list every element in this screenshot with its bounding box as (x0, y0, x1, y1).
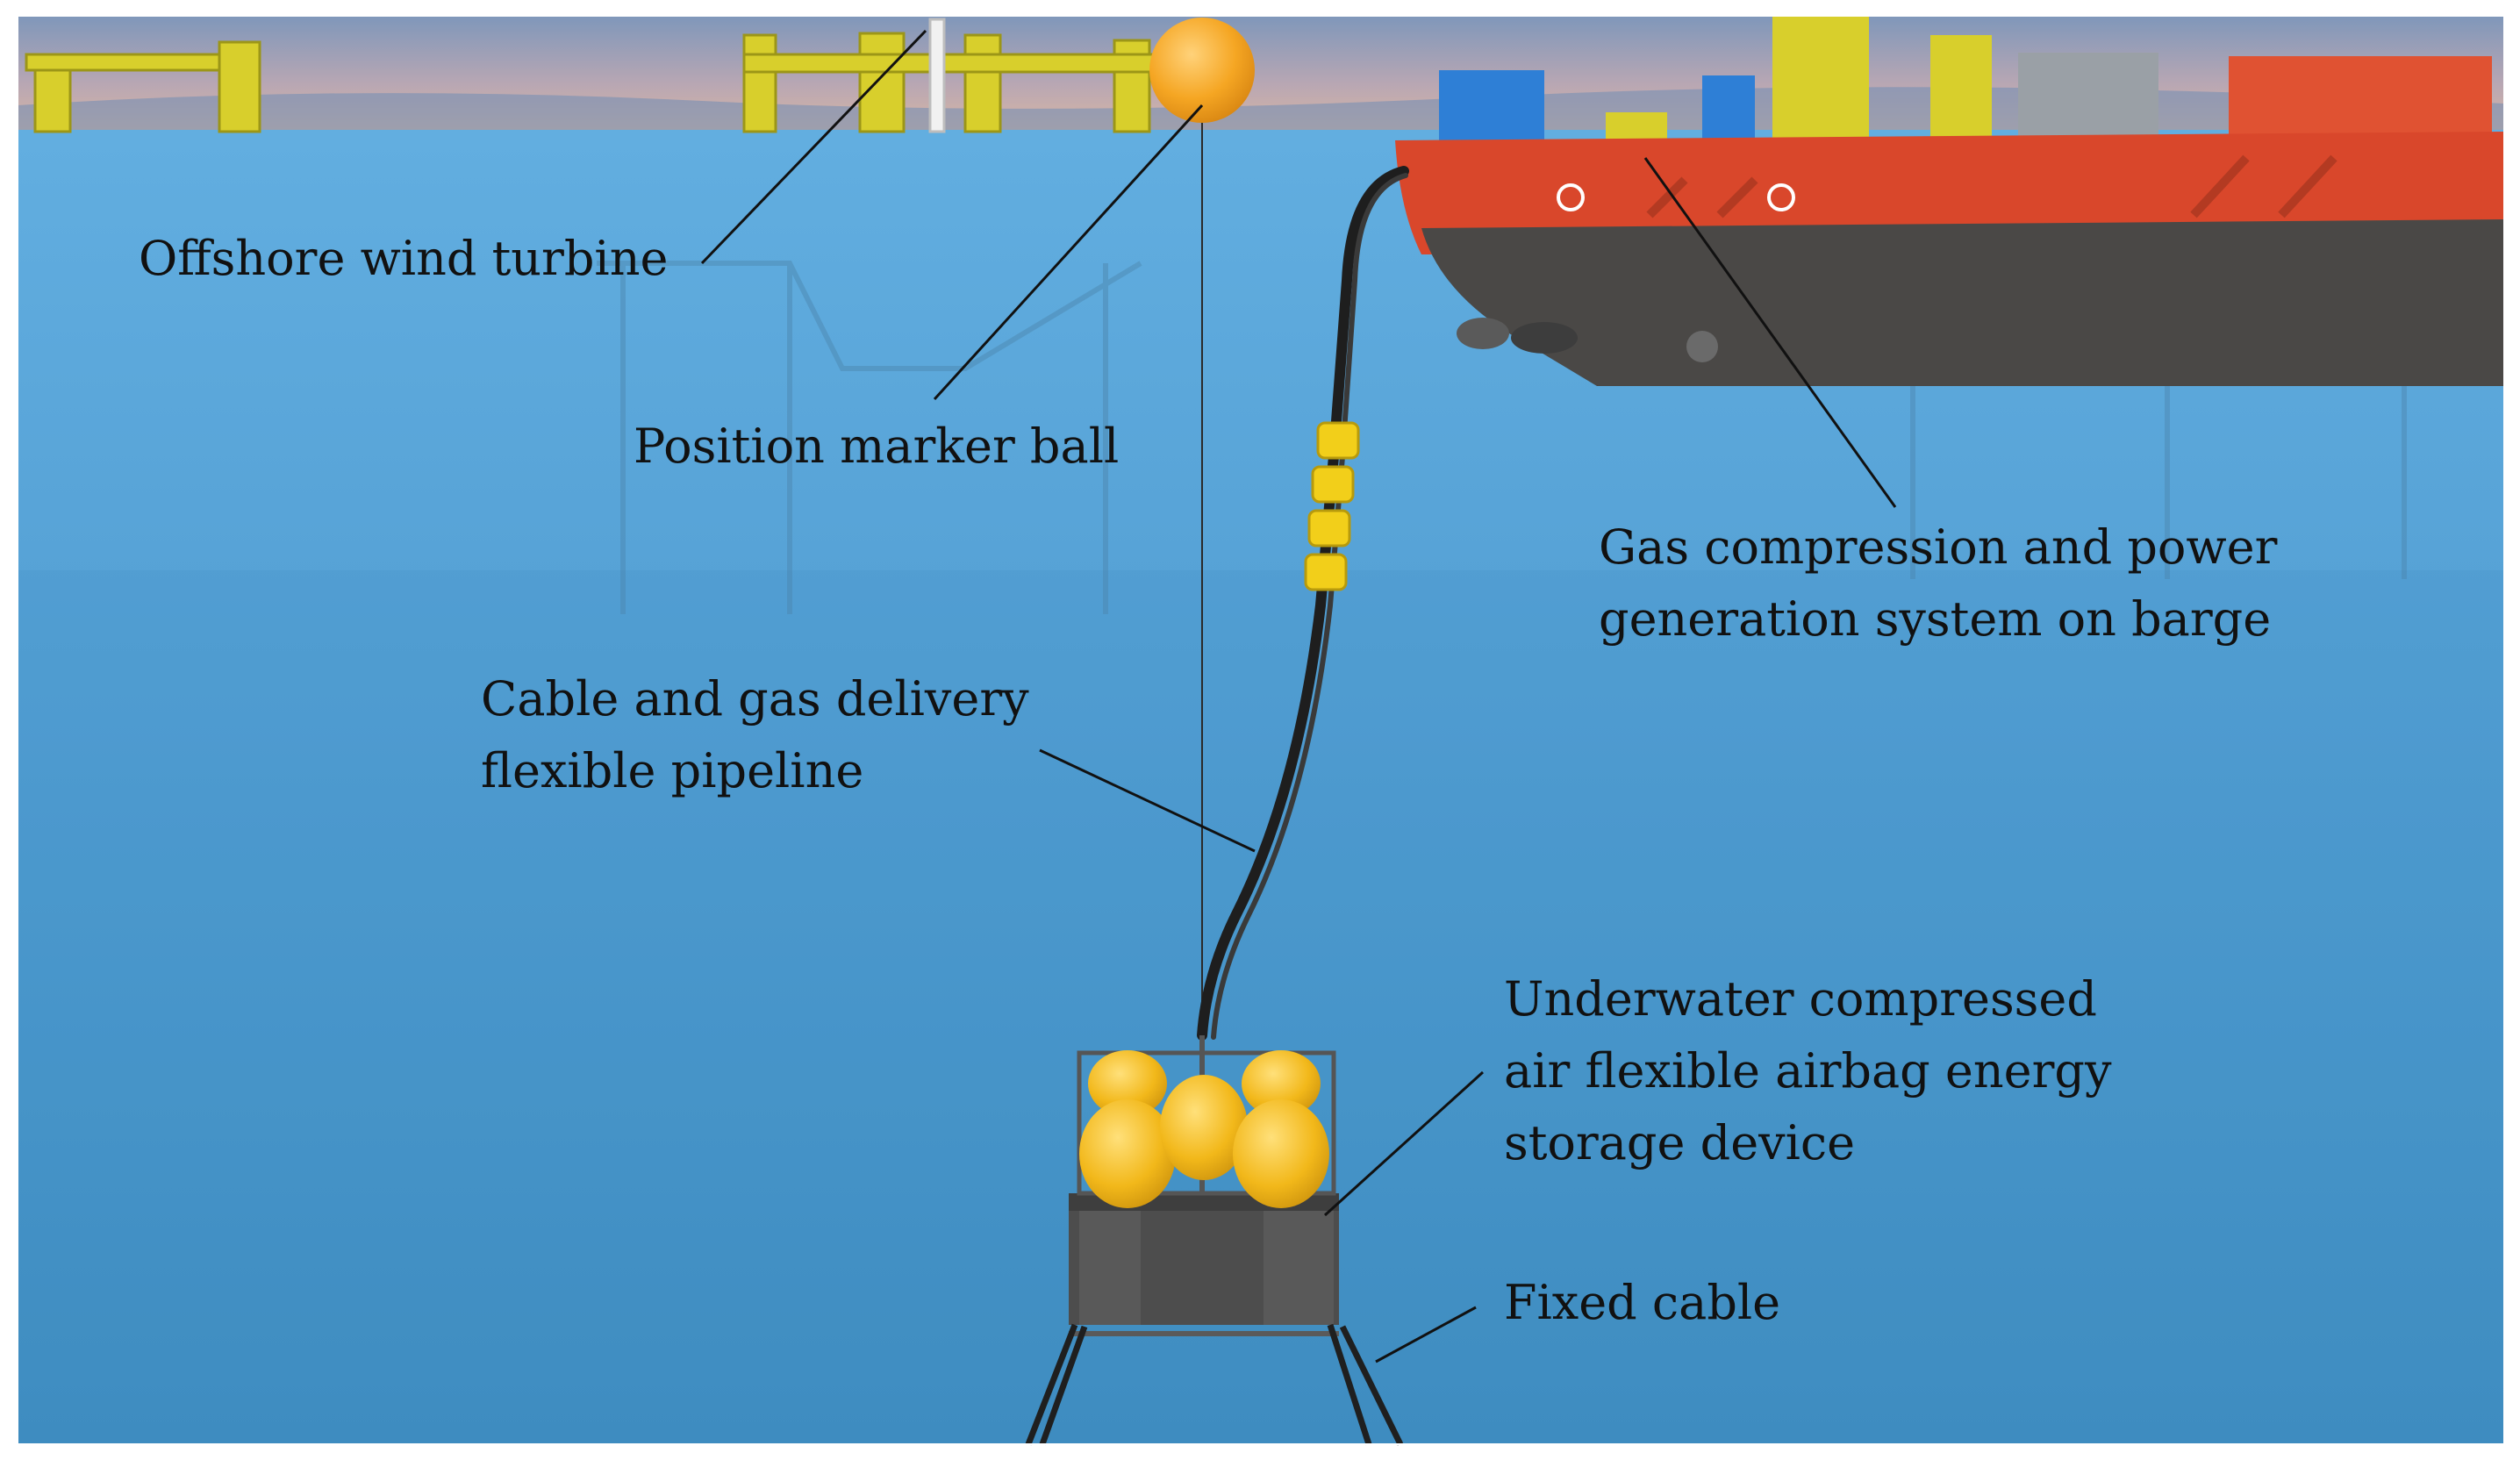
label-line: Underwater compressed (1504, 971, 2097, 1027)
leader-fixed-cable (1375, 1306, 1477, 1363)
leader-barge (1643, 157, 1897, 508)
leader-lines (700, 29, 1897, 1363)
position-marker-ball (1149, 18, 1255, 123)
airbag-storage-device (1069, 1035, 1339, 1336)
label-line: Fixed cable (1504, 1275, 1781, 1330)
leader-storage (1323, 1070, 1485, 1217)
leader-wind-turbine (700, 29, 927, 265)
label-offshore-wind-turbine: Offshore wind turbine (139, 223, 668, 295)
label-fixed-cable: Fixed cable (1504, 1267, 1780, 1339)
leader-marker-ball (933, 104, 1204, 401)
leader-pipeline (1039, 748, 1256, 853)
fixed-cables (1025, 1323, 1404, 1446)
label-pipeline: Cable and gas delivery flexible pipeline (481, 663, 1029, 807)
flexible-pipeline (1197, 166, 1409, 1041)
label-line: Cable and gas delivery (481, 671, 1029, 726)
label-barge-system: Gas compression and power generation sys… (1599, 512, 2277, 655)
label-line: Position marker ball (634, 419, 1120, 474)
label-storage-device: Underwater compressed air flexible airba… (1504, 963, 2111, 1179)
label-line: storage device (1504, 1115, 1856, 1170)
distant-clouds (18, 87, 2504, 132)
foundation-reflection (597, 261, 2407, 614)
label-line: Offshore wind turbine (139, 231, 669, 286)
label-line: Gas compression and power (1599, 519, 2278, 575)
label-line: flexible pipeline (481, 743, 864, 798)
label-line: air flexible airbag energy (1504, 1043, 2112, 1099)
label-line: generation system on barge (1599, 591, 2272, 647)
wind-turbine-foundation-center (742, 18, 1158, 133)
barge-ship (1395, 16, 2504, 386)
image-border (17, 15, 2505, 1445)
wind-turbine-foundation-left (25, 40, 261, 133)
label-position-marker-ball: Position marker ball (634, 411, 1119, 483)
pipeline-floats (1304, 421, 1360, 591)
